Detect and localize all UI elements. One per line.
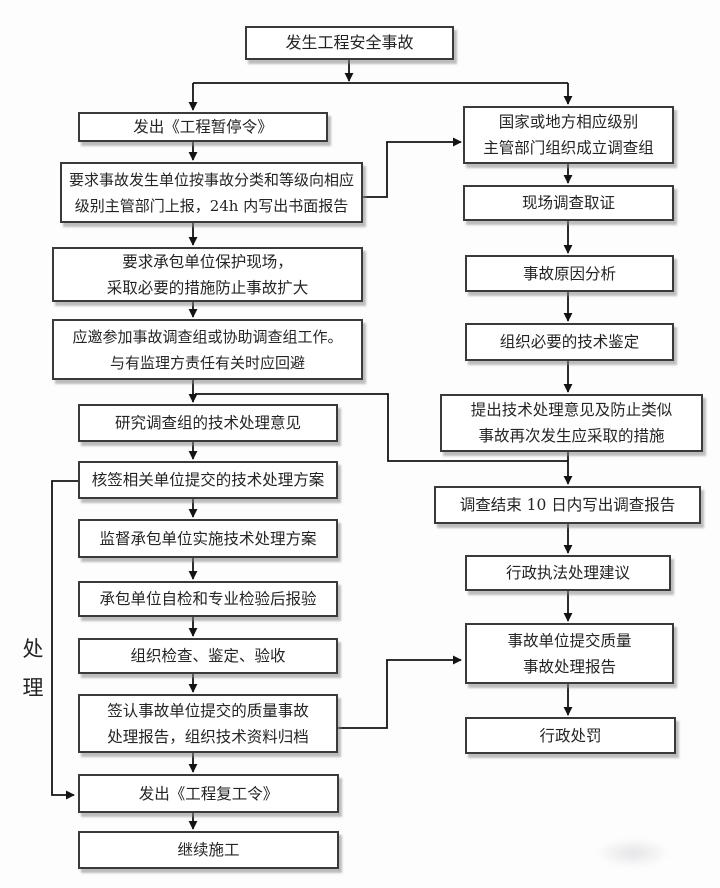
connector-report-to-team (362, 137, 462, 198)
node-study-technical-opinions: 研究调查组的技术处理意见 (78, 404, 338, 442)
node-accident-occurs: 发生工程安全事故 (245, 26, 454, 60)
node-continue-construction: 继续施工 (78, 831, 339, 869)
node-investigation-report-10-days: 调查结束 10 日内写出调查报告 (434, 486, 701, 524)
node-technical-appraisal: 组织必要的技术鉴定 (465, 323, 674, 361)
node-contractor-self-inspection: 承包单位自检和专业检验后报验 (78, 581, 338, 617)
node-sign-quality-accident-report: 签认事故单位提交的质量事故 处理报告，组织技术资料归档 (78, 694, 338, 753)
node-join-investigation-team: 应邀参加事故调查组或协助调查组工作。 与有监理方责任有关时应回避 (52, 319, 363, 380)
watermark-smudge (596, 838, 670, 868)
node-authority-form-investigation-team: 国家或地方相应级别 主管部门组织成立调查组 (463, 106, 674, 164)
node-approve-technical-plan: 核签相关单位提交的技术处理方案 (78, 461, 338, 499)
connector-approve-to-resume (51, 480, 78, 800)
node-propose-technical-measures: 提出技术处理意见及防止类似 事故再次发生应采取的措施 (440, 394, 703, 452)
node-report-to-authority-24h: 要求事故发生单位按事故分类和等级向相应 级别主管部门上报，24h 内写出书面报告 (60, 162, 363, 223)
node-site-investigation: 现场调查取证 (463, 185, 674, 221)
node-administrative-penalty: 行政处罚 (465, 717, 676, 754)
node-cause-analysis: 事故原因分析 (465, 255, 674, 292)
side-label-handling: 处 理 (22, 637, 44, 700)
connector-measures-to-study (195, 393, 568, 462)
connector-sign-to-submit (338, 655, 462, 729)
node-unit-submit-quality-report: 事故单位提交质量 事故处理报告 (465, 623, 674, 684)
node-require-contractor-protect-site: 要求承包单位保护现场， 采取必要的措施防止事故扩大 (52, 247, 363, 302)
node-issue-resume-work-order: 发出《工程复工令》 (78, 774, 339, 813)
node-supervise-plan-implementation: 监督承包单位实施技术处理方案 (78, 519, 338, 558)
node-administrative-enforcement-suggestion: 行政执法处理建议 (465, 555, 671, 591)
node-issue-suspension-order: 发出《工程暂停令》 (78, 112, 328, 142)
node-organize-inspection-acceptance: 组织检查、鉴定、验收 (78, 638, 338, 674)
